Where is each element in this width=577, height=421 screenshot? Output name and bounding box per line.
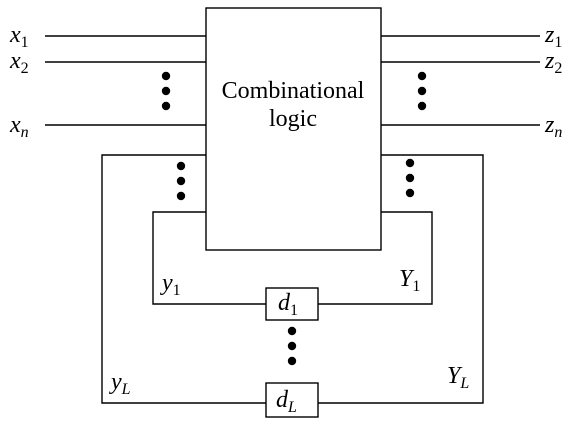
delay-ellipsis-dots — [287, 326, 297, 366]
feedback-loop-outer-right — [318, 154, 484, 404]
input-label-xn: xn — [9, 112, 29, 141]
combinational-logic-block — [205, 7, 382, 251]
output-label-z1: z1 — [544, 22, 562, 51]
input-label-x1: x1 — [9, 22, 29, 51]
delay-element-d1 — [265, 287, 319, 321]
output-label-zn: zn — [544, 112, 562, 141]
state-right-ellipsis-dots — [405, 158, 415, 198]
delay-element-dL — [265, 382, 319, 418]
output-ellipsis-dots — [417, 71, 427, 111]
state-label-y1: y1 — [160, 270, 181, 299]
state-left-ellipsis-dots — [176, 161, 186, 201]
feedback-loop-inner-left — [152, 211, 266, 305]
state-label-YL: YL — [447, 363, 469, 392]
feedback-loop-inner-right — [318, 211, 433, 305]
state-label-yL: yL — [109, 369, 131, 398]
block-label-line2: logic — [269, 106, 317, 132]
output-label-z2: z2 — [544, 48, 562, 77]
feedback-loop-outer-left — [101, 154, 266, 404]
delay-label-dL: dL — [276, 387, 297, 416]
input-ellipsis-dots — [161, 71, 171, 111]
block-label-line1: Combinational — [222, 78, 365, 104]
delay-label-d1: d1 — [278, 290, 298, 319]
input-label-x2: x2 — [9, 48, 29, 77]
state-label-Y1: Y1 — [399, 266, 420, 295]
